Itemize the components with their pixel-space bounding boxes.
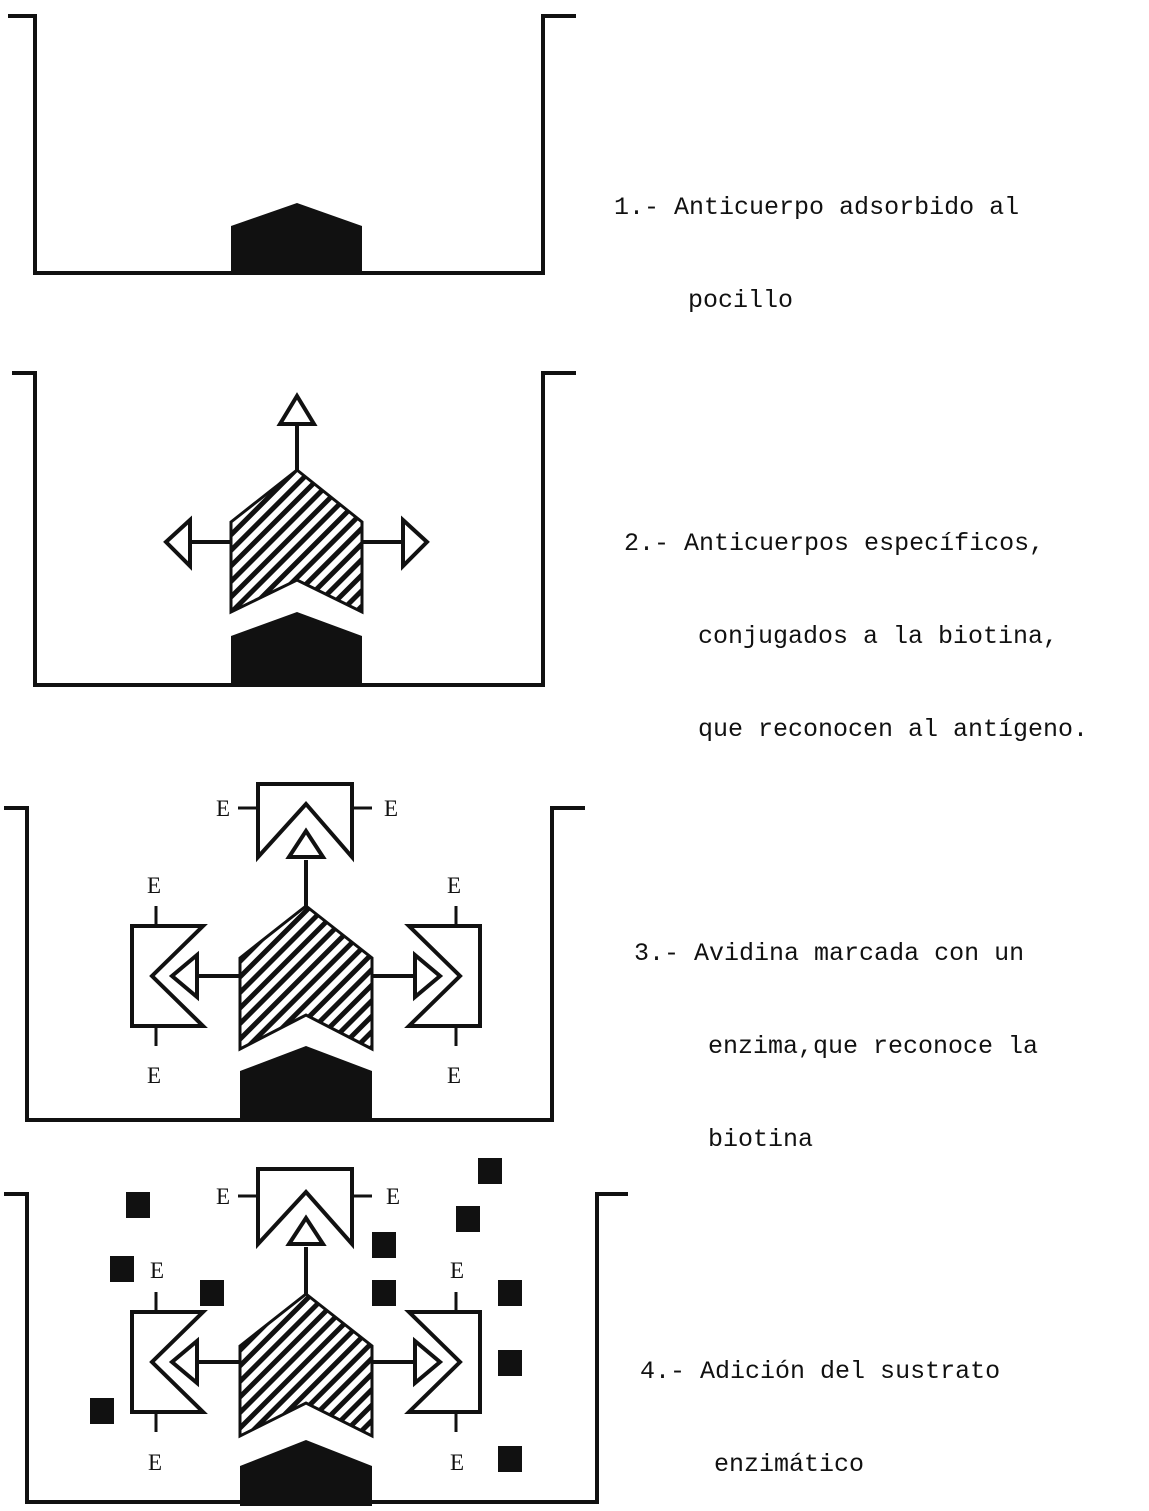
biotin-right-icon (401, 515, 430, 571)
avidin-enzyme-top-4: E E (216, 1167, 400, 1250)
adsorbed-antibody-3 (240, 1046, 372, 1120)
substrate-square (498, 1446, 522, 1472)
substrate-square (126, 1192, 150, 1218)
step-1-caption: 1.- Anticuerpo adsorbido al pocillo (614, 130, 1019, 347)
substrate-square (110, 1256, 134, 1282)
substrate-square (372, 1232, 396, 1258)
enzyme-label: E (450, 1450, 464, 1475)
substrate-square (498, 1280, 522, 1306)
avidin-enzyme-right: E E (404, 873, 482, 1088)
substrate-square (456, 1206, 480, 1232)
enzyme-label: E (447, 873, 461, 898)
substrate-square (372, 1280, 396, 1306)
caption-line: Anticuerpo adsorbido al (674, 193, 1020, 222)
enzyme-label: E (216, 1184, 230, 1209)
step-number: 3.- (634, 939, 680, 968)
caption-line: pocillo (688, 286, 794, 315)
step-2-panel (12, 371, 576, 687)
enzyme-label: E (150, 1258, 164, 1283)
step-3-panel: E E E E E E (4, 782, 585, 1122)
step-number: 2.- (624, 529, 670, 558)
biotinylated-antibody (229, 468, 364, 615)
enzyme-label: E (384, 796, 398, 821)
caption-line: enzima,que reconoce la (708, 1032, 1039, 1061)
enzyme-label: E (216, 796, 230, 821)
step-4-panel: E E E E E E (4, 1158, 628, 1506)
step-number: 1.- (614, 193, 660, 222)
enzyme-label: E (147, 873, 161, 898)
substrate-square (200, 1280, 224, 1306)
step-number: 4.- (640, 1357, 686, 1386)
enzyme-label: E (450, 1258, 464, 1283)
substrate-square (478, 1158, 502, 1184)
adsorbed-antibody-1 (231, 203, 362, 273)
step-3-caption: 3.- Avidina marcada con un enzima,que re… (634, 876, 1038, 1186)
adsorbed-antibody-4 (240, 1440, 372, 1506)
avidin-enzyme-right-4: E E (404, 1258, 482, 1475)
caption-line: que reconocen al antígeno. (698, 715, 1089, 744)
caption-line: conjugados a la biotina, (698, 622, 1059, 651)
biotinylated-antibody-4 (238, 1292, 374, 1439)
enzyme-label: E (147, 1063, 161, 1088)
substrate-molecules (90, 1158, 522, 1472)
enzyme-label: E (148, 1450, 162, 1475)
substrate-square (90, 1398, 114, 1424)
caption-line: biotina (708, 1125, 814, 1154)
caption-line: Avidina marcada con un (694, 939, 1025, 968)
caption-line: Adición del sustrato (700, 1357, 1001, 1386)
step-4-caption: 4.- Adición del sustrato enzimático (640, 1294, 1000, 1511)
avidin-enzyme-left-4: E E (130, 1258, 208, 1475)
enzyme-label: E (386, 1184, 400, 1209)
adsorbed-antibody-2 (231, 612, 362, 685)
avidin-enzyme-left: E E (130, 873, 208, 1088)
step-1-panel (8, 14, 576, 275)
biotinylated-antibody-3 (238, 904, 374, 1052)
caption-line: Anticuerpos específicos, (684, 529, 1045, 558)
avidin-enzyme-top: E E (216, 782, 398, 863)
biotin-top-icon (276, 392, 318, 426)
biotin-left-icon (163, 515, 192, 571)
enzyme-label: E (447, 1063, 461, 1088)
caption-line: enzimático (714, 1450, 865, 1479)
step-2-caption: 2.- Anticuerpos específicos, conjugados … (624, 466, 1088, 776)
substrate-square (498, 1350, 522, 1376)
